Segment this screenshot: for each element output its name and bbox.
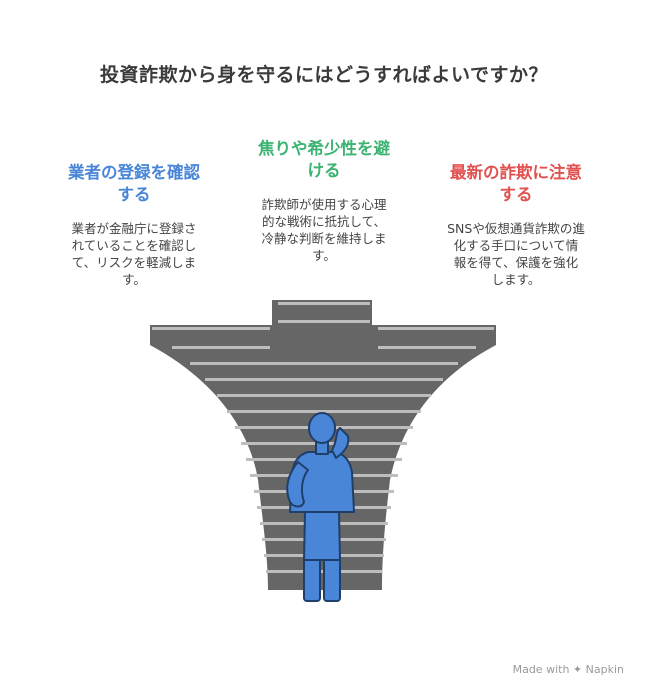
napkin-logo-icon: ✦ xyxy=(572,663,583,676)
body-line: す。 xyxy=(122,272,146,287)
credit-brand: Napkin xyxy=(585,663,624,676)
column-verify-registration: 業者の登録を確認 する 業者が金融庁に登録さ れていることを確認し て、リスクを… xyxy=(48,162,220,288)
column-latest-scams: 最新の詐欺に注意 する SNSや仮想通貨詐欺の進 化する手口について情 報を得て… xyxy=(428,162,604,288)
heading-line: ける xyxy=(307,161,341,180)
heading-line: する xyxy=(499,185,533,204)
column-heading: 業者の登録を確認 する xyxy=(48,162,220,206)
heading-line: 焦りや希少性を避 xyxy=(258,139,390,158)
body-line: す。 xyxy=(312,248,336,263)
column-body: SNSや仮想通貨詐欺の進 化する手口について情 報を得て、保護を強化 します。 xyxy=(428,220,604,288)
column-avoid-urgency: 焦りや希少性を避 ける 詐欺師が使用する心理 的な戦術に抵抗して、 冷静な判断を… xyxy=(236,138,412,264)
body-line: 的な戦術に抵抗して、 xyxy=(261,214,386,229)
body-line: 報を得て、保護を強化 xyxy=(453,255,579,270)
thinking-person-icon xyxy=(286,412,355,602)
page-title: 投資詐欺から身を守るにはどうすればよいですか？ xyxy=(100,64,548,86)
made-with-credit: Made with ✦ Napkin xyxy=(513,663,624,676)
body-line: て、リスクを軽減しま xyxy=(71,255,197,270)
body-line: 詐欺師が使用する心理 xyxy=(261,197,387,212)
column-body: 業者が金融庁に登録さ れていることを確認し て、リスクを軽減しま す。 xyxy=(48,220,220,288)
heading-line: 最新の詐欺に注意 xyxy=(450,163,582,182)
body-line: 冷静な判断を維持しま xyxy=(261,231,387,246)
body-line: SNSや仮想通貨詐欺の進 xyxy=(447,221,585,236)
credit-text: Made with xyxy=(512,663,570,676)
body-line: 業者が金融庁に登録さ xyxy=(71,221,197,236)
body-line: します。 xyxy=(491,272,541,287)
body-line: れていることを確認し xyxy=(71,238,197,253)
column-heading: 最新の詐欺に注意 する xyxy=(428,162,604,206)
column-heading: 焦りや希少性を避 ける xyxy=(236,138,412,182)
heading-line: する xyxy=(117,185,151,204)
column-body: 詐欺師が使用する心理 的な戦術に抵抗して、 冷静な判断を維持しま す。 xyxy=(236,196,412,264)
heading-line: 業者の登録を確認 xyxy=(68,163,200,182)
body-line: 化する手口について情 xyxy=(453,238,579,253)
